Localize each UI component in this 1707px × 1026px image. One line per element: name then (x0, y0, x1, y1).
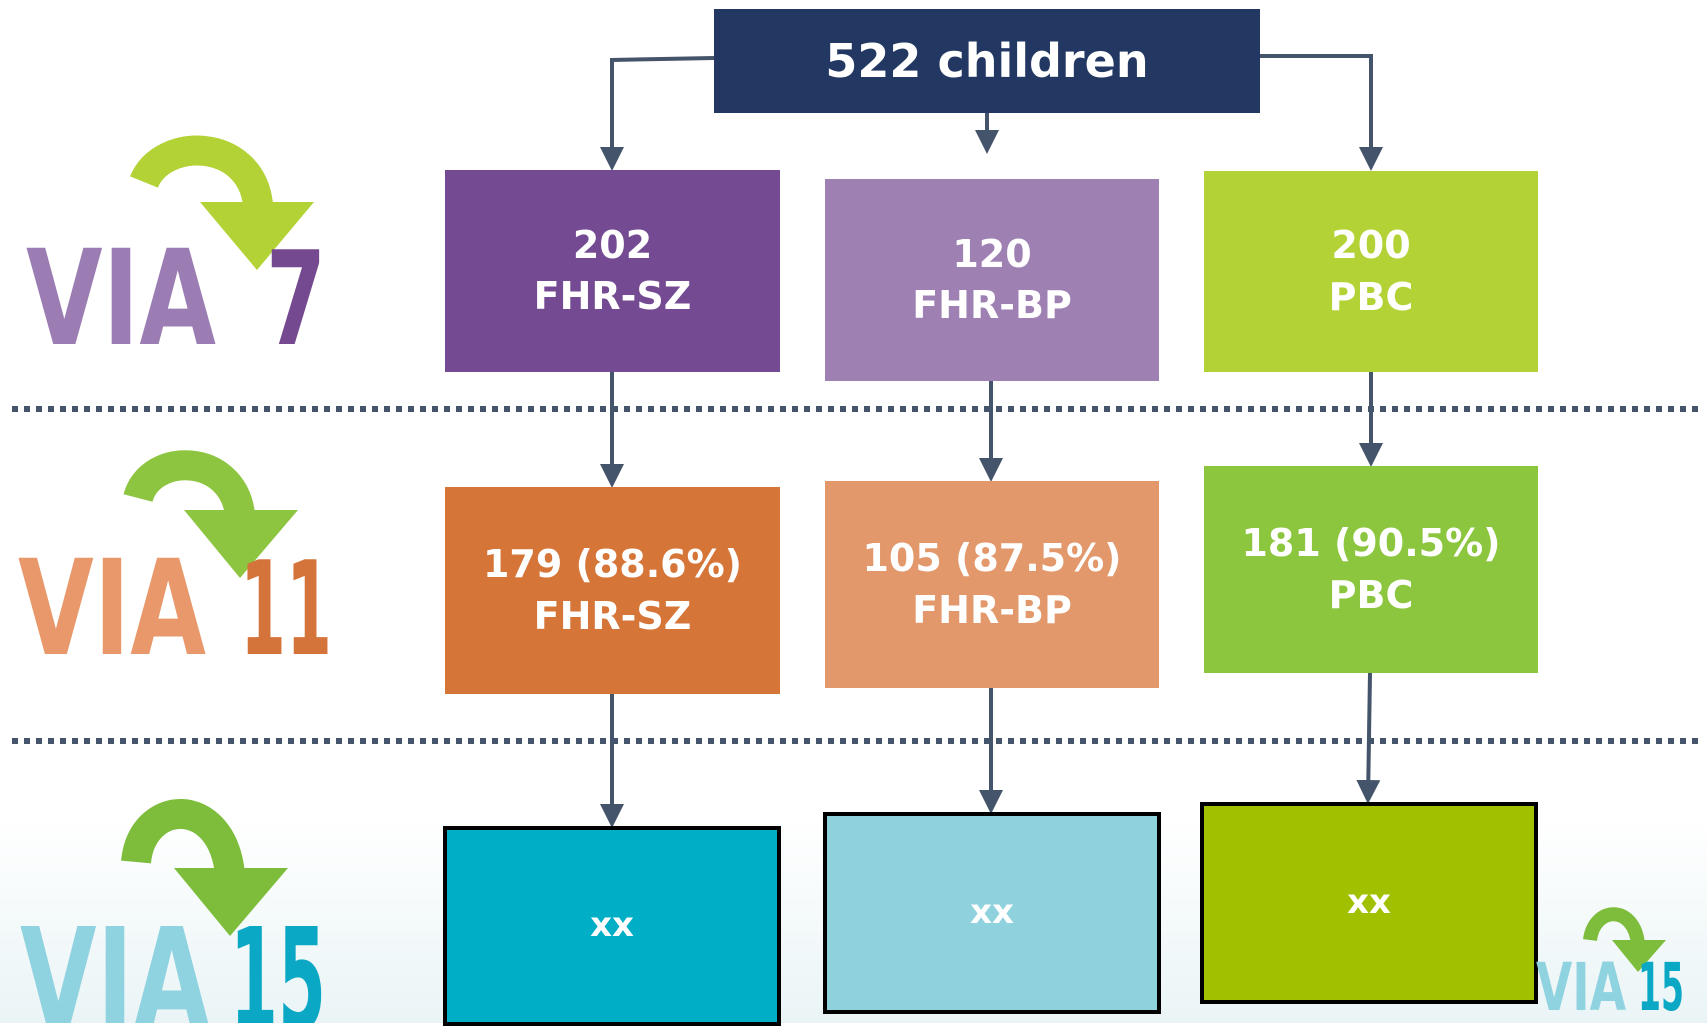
via11-fhr-bp-count: 105 (87.5%) (862, 536, 1122, 581)
via15-fhr-sz-box: xx (443, 826, 781, 1026)
corner-via15-logo: VIA 15 (1536, 907, 1684, 1015)
via7-fhr-bp-box: 120 FHR-BP (825, 179, 1159, 381)
via15-fhr-bp-label: xx (970, 892, 1014, 933)
via11-pbc-group: PBC (1328, 572, 1414, 617)
via15-arrow-head-icon (174, 868, 288, 936)
via7-fhr-sz-box: 202 FHR-SZ (445, 170, 780, 372)
via11-pbc-box: 181 (90.5%) PBC (1204, 466, 1538, 673)
via11-fhr-sz-count: 179 (88.6%) (482, 542, 743, 587)
via11-arrow-head-icon (184, 510, 298, 578)
via11-fhr-sz-group: FHR-SZ (533, 593, 692, 638)
corner-curved-arrow-icon (1583, 907, 1645, 946)
via7-pbc-group: PBC (1328, 274, 1414, 319)
via7-fhr-bp-count: 120 (952, 231, 1032, 276)
via7-curved-arrow-icon (130, 135, 273, 207)
via7-logo-number: 7 (266, 223, 326, 352)
via11-curved-arrow-icon (123, 450, 255, 518)
via7-pbc-box: 200 PBC (1204, 171, 1538, 372)
branch-left (600, 56, 715, 171)
via15-logo: VIA 15 (20, 799, 326, 1023)
total-children-label: 522 children (825, 33, 1149, 88)
via7-logo: VIA 7 (26, 135, 326, 352)
via15-fhr-bp-box: xx (823, 812, 1161, 1014)
via15-fhr-sz-label: xx (590, 905, 634, 946)
via11-fhr-bp-group: FHR-BP (912, 587, 1072, 632)
via15-pbc-box: xx (1200, 802, 1538, 1004)
arrow-col3-l2 (1356, 672, 1381, 804)
via15-logo-word: VIA (20, 899, 210, 1023)
via7-pbc-count: 200 (1331, 223, 1411, 268)
via15-pbc-label: xx (1347, 882, 1391, 923)
corner-logo-word: VIA (1536, 949, 1626, 1015)
via15-logo-number: 15 (230, 899, 326, 1023)
corner-arrow-head-icon (1612, 940, 1666, 972)
via11-logo: VIA 11 (18, 450, 332, 664)
via11-pbc-count: 181 (90.5%) (1241, 521, 1501, 566)
via11-logo-number: 11 (240, 533, 332, 664)
corner-logo-number: 15 (1638, 949, 1684, 1015)
via7-arrow-head-icon (200, 202, 314, 270)
via7-fhr-sz-group: FHR-SZ (533, 274, 692, 318)
via11-fhr-bp-box: 105 (87.5%) FHR-BP (825, 481, 1159, 688)
via11-fhr-sz-box: 179 (88.6%) FHR-SZ (445, 487, 780, 694)
via11-logo-word: VIA (18, 532, 206, 664)
via7-logo-word: VIA (26, 222, 216, 352)
via15-curved-arrow-icon (121, 799, 245, 877)
total-children-box: 522 children (714, 9, 1260, 113)
via7-fhr-bp-group: FHR-BP (912, 283, 1072, 327)
branch-right (1259, 54, 1383, 171)
via7-fhr-sz-count: 202 (572, 222, 653, 267)
